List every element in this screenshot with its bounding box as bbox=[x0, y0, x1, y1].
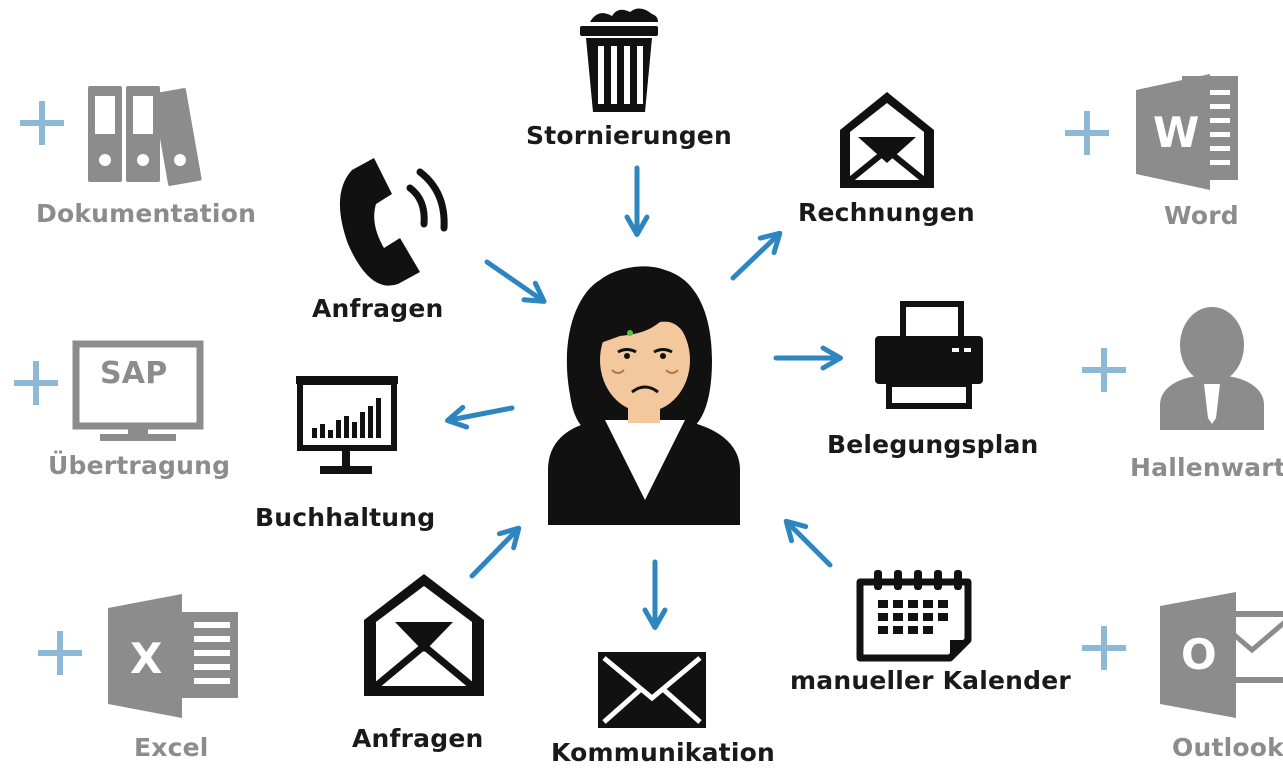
label-anfragen-mail: Anfragen bbox=[352, 724, 484, 753]
person-icon bbox=[1160, 307, 1264, 430]
arrow-rechnungen bbox=[730, 230, 783, 281]
label-outlook: Outlook bbox=[1172, 733, 1283, 762]
plus-icon bbox=[1065, 111, 1109, 155]
label-stornierungen: Stornierungen bbox=[526, 121, 732, 150]
arrow-anfragen-telefon bbox=[484, 259, 547, 304]
binders-icon bbox=[88, 86, 202, 186]
outlook-badge-letter: O bbox=[1181, 630, 1217, 679]
label-excel: Excel bbox=[134, 733, 209, 762]
monitor-icon bbox=[72, 340, 204, 441]
arrow-buchhaltung bbox=[445, 404, 515, 430]
label-word: Word bbox=[1164, 201, 1239, 230]
plus-icon bbox=[38, 631, 82, 675]
outlook-icon bbox=[1160, 592, 1283, 718]
phone-icon bbox=[339, 158, 448, 286]
calendar-icon bbox=[856, 570, 972, 662]
arrow-anfragen-mail bbox=[469, 525, 522, 579]
plus-icon bbox=[20, 101, 64, 145]
label-rechnungen: Rechnungen bbox=[798, 198, 975, 227]
label-buchhaltung: Buchhaltung bbox=[255, 503, 436, 532]
label-kommunikation: Kommunikation bbox=[551, 738, 775, 767]
label-uebertragung: Übertragung bbox=[48, 451, 231, 480]
excel-icon bbox=[108, 594, 238, 718]
plus-icon bbox=[1082, 348, 1126, 392]
label-kalender: manueller Kalender bbox=[790, 666, 1071, 695]
open-envelope-icon bbox=[364, 574, 484, 696]
label-dokumentation: Dokumentation bbox=[36, 199, 257, 228]
arrow-kalender bbox=[783, 518, 833, 568]
label-anfragen-telefon: Anfragen bbox=[312, 294, 444, 323]
label-belegungsplan: Belegungsplan bbox=[827, 430, 1039, 459]
arrows bbox=[445, 165, 843, 630]
open-envelope-icon bbox=[840, 92, 934, 188]
trash-icon bbox=[580, 8, 658, 112]
plus-icon bbox=[1082, 626, 1126, 670]
plus-icons bbox=[14, 101, 1126, 675]
plus-icon bbox=[14, 361, 58, 405]
word-icon bbox=[1136, 74, 1238, 190]
label-hallenwart: Hallenwart bbox=[1130, 453, 1283, 482]
excel-badge-letter: X bbox=[130, 634, 163, 683]
word-badge-letter: W bbox=[1153, 108, 1200, 157]
printer-icon bbox=[875, 301, 983, 409]
sap-screen-text: SAP bbox=[100, 356, 168, 391]
envelope-icon bbox=[598, 652, 706, 728]
presentation-chart-icon bbox=[296, 376, 398, 474]
stressed-woman-icon bbox=[548, 266, 740, 525]
